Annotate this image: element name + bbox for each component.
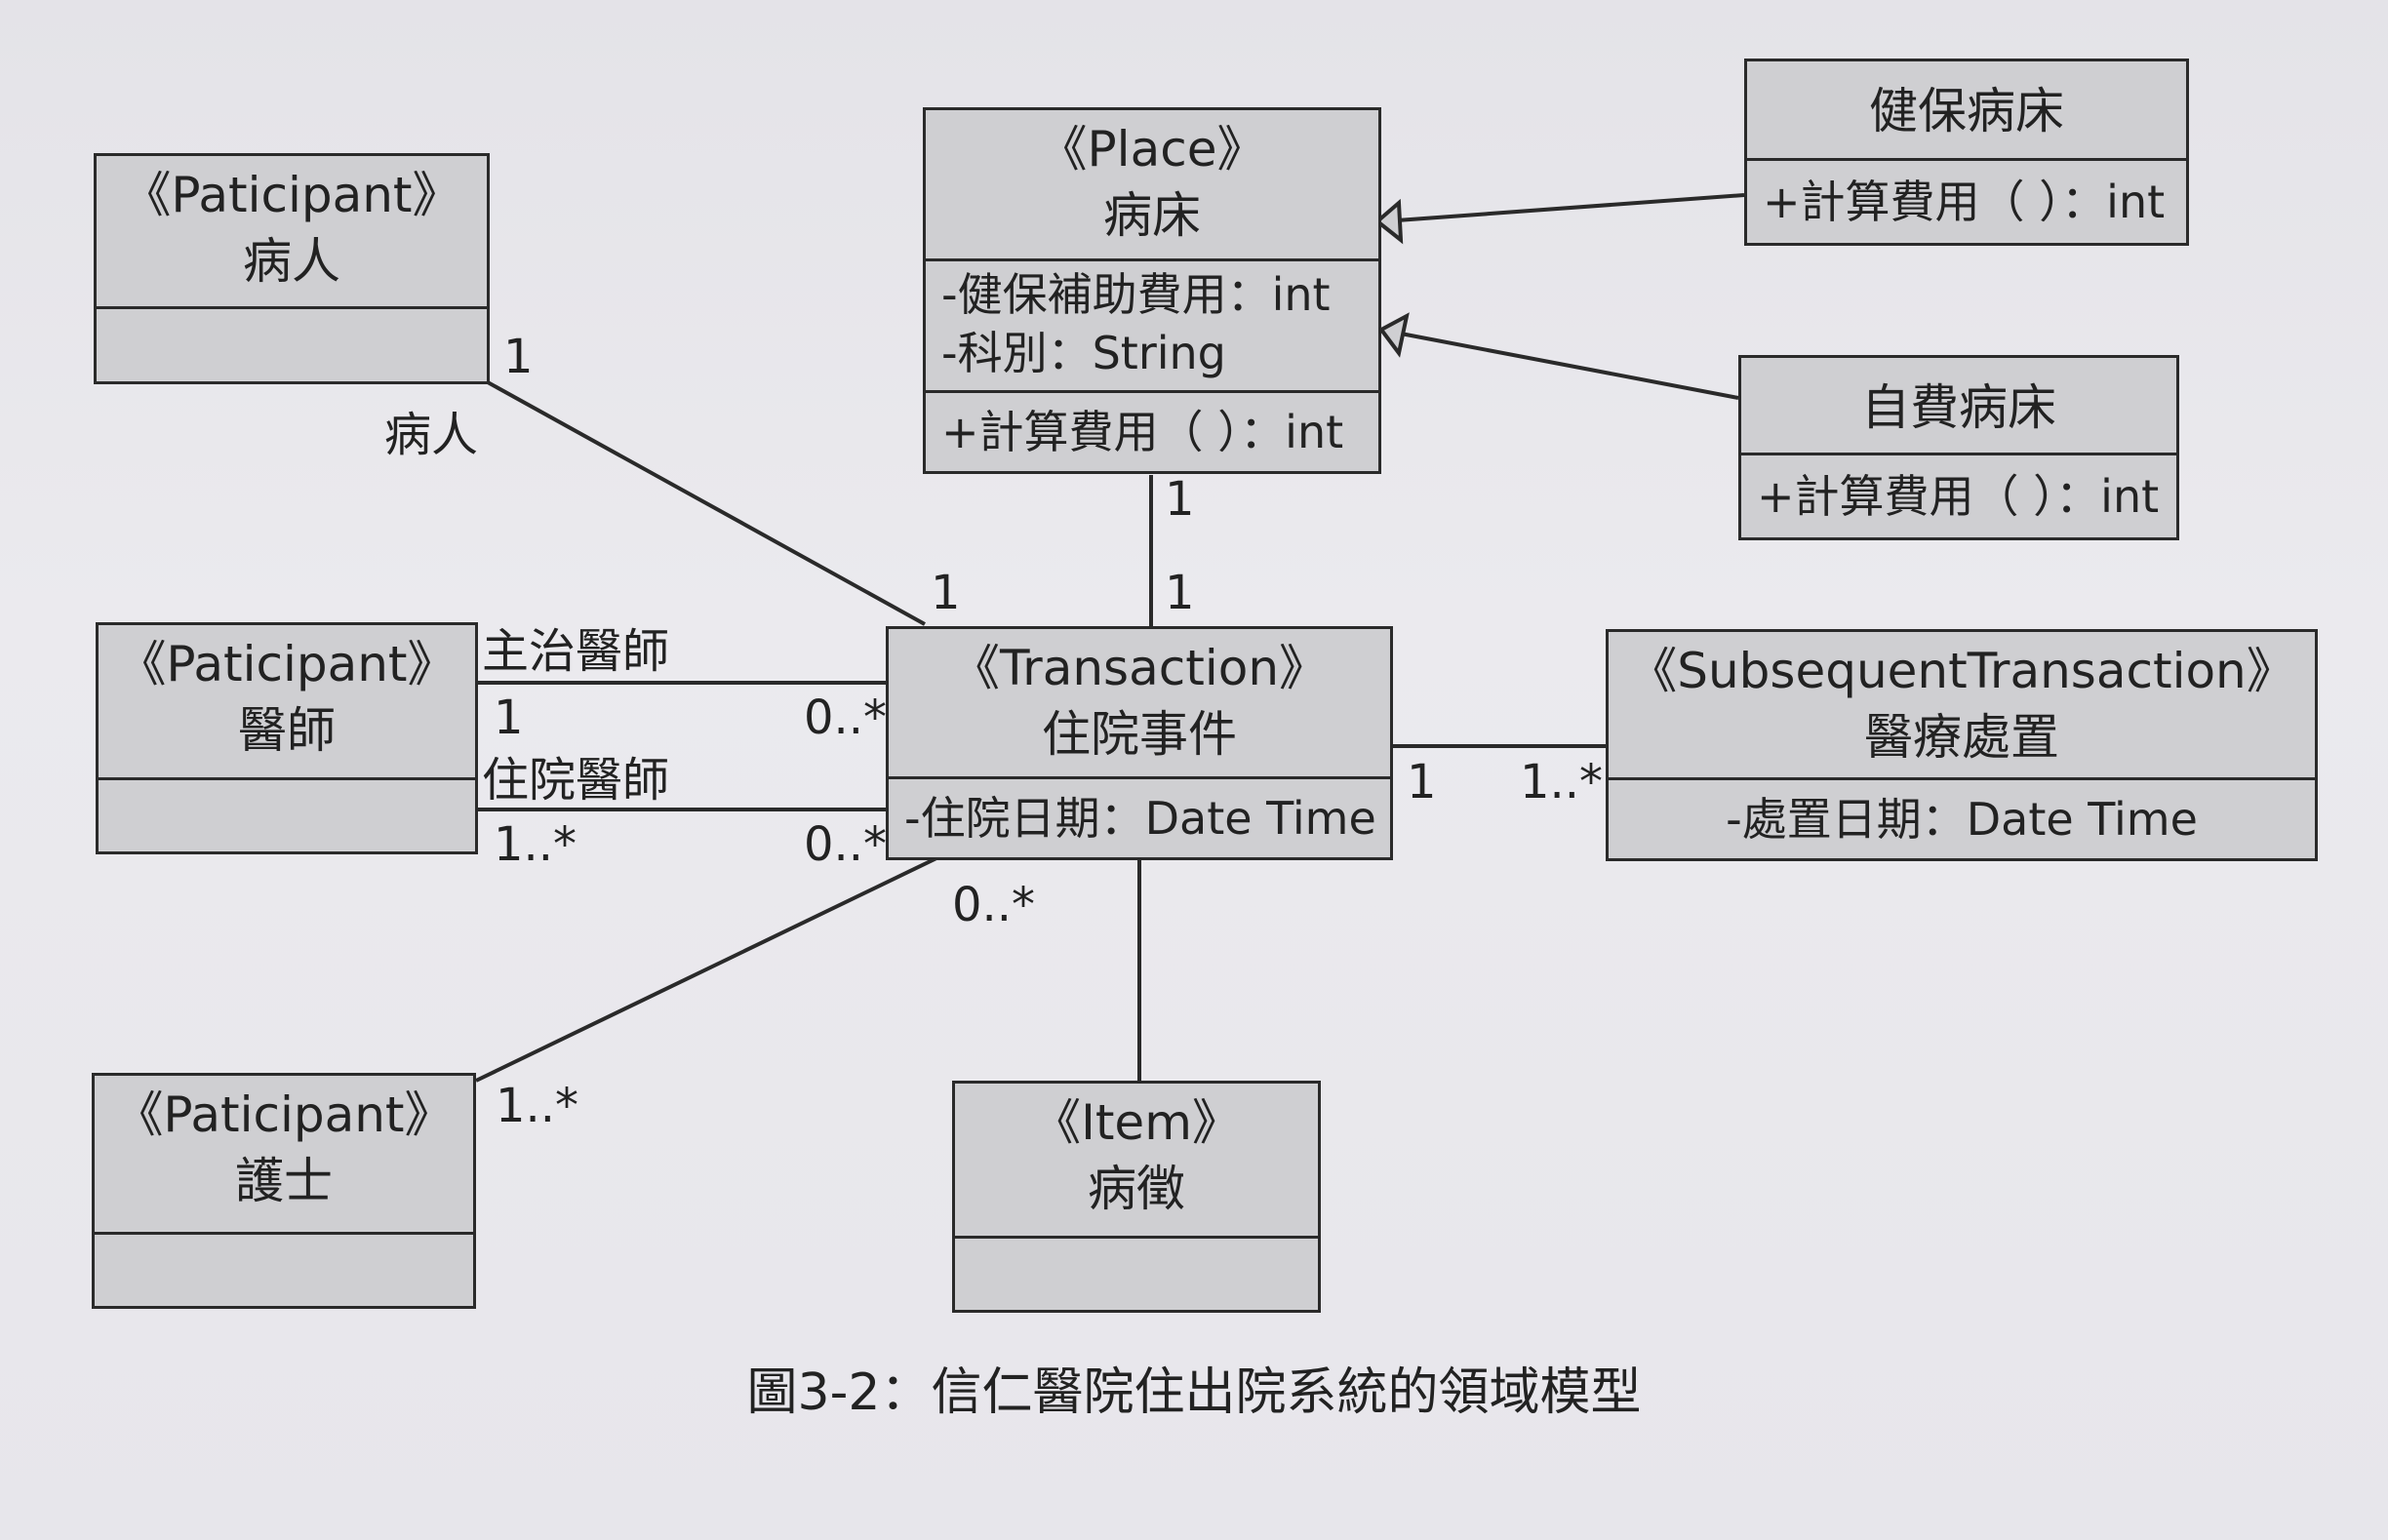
multiplicity-label: 1 bbox=[1165, 566, 1195, 620]
class-header: 《Place》 病床 bbox=[926, 110, 1378, 258]
class-medical-treatment: 《SubsequentTransaction》 醫療處置 -處置日期：Date … bbox=[1606, 629, 2318, 861]
class-name: 自費病床 bbox=[1861, 379, 2056, 436]
figure-caption: 圖3-2：信仁醫院住出院系統的領域模型 bbox=[746, 1363, 1642, 1422]
patient-stay-link bbox=[487, 380, 926, 626]
empty-compartment bbox=[97, 306, 487, 381]
operation-compartment: +計算費用（ ）：int bbox=[926, 390, 1378, 471]
class-header: 健保病床 bbox=[1747, 61, 2186, 158]
stereotype: 《Place》 bbox=[1038, 121, 1266, 178]
multiplicity-label: 1..* bbox=[1520, 755, 1604, 809]
empty-compartment bbox=[95, 1232, 473, 1306]
class-hospital-stay: 《Transaction》 住院事件 -住院日期：Date Time bbox=[886, 626, 1393, 860]
generalization-arrow-icon bbox=[1373, 198, 1404, 245]
class-header: 《Paticipant》 病人 bbox=[97, 156, 487, 306]
class-header: 《Item》 病徵 bbox=[955, 1084, 1318, 1236]
multiplicity-label: 1 bbox=[503, 330, 534, 384]
multiplicity-label: 1 bbox=[494, 691, 524, 745]
class-name: 護士 bbox=[235, 1153, 333, 1209]
stereotype: 《Paticipant》 bbox=[122, 167, 461, 223]
stereotype: 《SubsequentTransaction》 bbox=[1628, 643, 2295, 699]
operation-compartment: +計算費用（ ）：int bbox=[1741, 453, 2176, 537]
operation: +計算費用（ ）：int bbox=[1763, 176, 2166, 228]
multiplicity-label: 0..* bbox=[952, 878, 1036, 932]
multiplicity-label: 1 bbox=[1407, 755, 1437, 809]
multiplicity-label: 0..* bbox=[804, 691, 888, 745]
multiplicity-label: 1..* bbox=[496, 1079, 579, 1133]
multiplicity-label: 1..* bbox=[494, 817, 577, 872]
class-name: 住院事件 bbox=[1042, 706, 1237, 763]
class-bed: 《Place》 病床 -健保補助費用：int -科別：String +計算費用（… bbox=[923, 107, 1381, 474]
class-header: 《Transaction》 住院事件 bbox=[889, 629, 1390, 776]
operation: +計算費用（ ）：int bbox=[941, 406, 1344, 458]
class-name: 病徵 bbox=[1088, 1161, 1185, 1217]
stereotype: 《Paticipant》 bbox=[117, 636, 457, 692]
class-name: 健保病床 bbox=[1869, 83, 2064, 139]
multiplicity-label: 0..* bbox=[804, 817, 888, 872]
stereotype: 《Transaction》 bbox=[950, 640, 1329, 696]
empty-compartment bbox=[99, 777, 475, 851]
class-nhi-bed: 健保病床 +計算費用（ ）：int bbox=[1744, 59, 2189, 246]
class-doctor: 《Paticipant》 醫師 bbox=[96, 622, 478, 854]
class-header: 《Paticipant》 醫師 bbox=[99, 625, 475, 777]
attribute-compartment: -健保補助費用：int -科別：String bbox=[926, 258, 1378, 390]
class-name: 醫療處置 bbox=[1864, 709, 2059, 766]
empty-compartment bbox=[955, 1236, 1318, 1310]
role-label: 住院醫師 bbox=[482, 753, 670, 808]
class-name: 病床 bbox=[1103, 187, 1201, 244]
nhi-bed-generalization bbox=[1396, 193, 1745, 222]
self-bed-generalization bbox=[1400, 332, 1739, 400]
attribute: -科別：String bbox=[941, 327, 1226, 380]
attribute-compartment: -處置日期：Date Time bbox=[1609, 777, 2315, 858]
attribute-compartment: -住院日期：Date Time bbox=[889, 776, 1390, 857]
class-patient: 《Paticipant》 病人 bbox=[94, 153, 490, 384]
operation: +計算費用（ ）：int bbox=[1757, 470, 2160, 523]
class-header: 自費病床 bbox=[1741, 358, 2176, 453]
attribute: -住院日期：Date Time bbox=[904, 792, 1376, 845]
class-name: 醫師 bbox=[238, 702, 336, 759]
nurse-stay-link bbox=[475, 856, 937, 1083]
stereotype: 《Item》 bbox=[1032, 1094, 1241, 1151]
class-header: 《Paticipant》 護士 bbox=[95, 1076, 473, 1232]
class-self-pay-bed: 自費病床 +計算費用（ ）：int bbox=[1738, 355, 2179, 540]
class-name: 病人 bbox=[243, 233, 340, 290]
class-header: 《SubsequentTransaction》 醫療處置 bbox=[1609, 632, 2315, 777]
operation-compartment: +計算費用（ ）：int bbox=[1747, 158, 2186, 243]
multiplicity-label: 1 bbox=[1165, 472, 1195, 527]
class-symptom: 《Item》 病徵 bbox=[952, 1081, 1321, 1313]
class-nurse: 《Paticipant》 護士 bbox=[92, 1073, 476, 1309]
attribute: -處置日期：Date Time bbox=[1726, 793, 2198, 846]
generalization-arrow-icon bbox=[1378, 312, 1410, 358]
multiplicity-label: 1 bbox=[931, 566, 961, 620]
stereotype: 《Paticipant》 bbox=[114, 1086, 454, 1143]
attribute: -健保補助費用：int bbox=[941, 268, 1331, 322]
role-label: 病人 bbox=[384, 408, 479, 462]
role-label: 主治醫師 bbox=[482, 624, 670, 679]
